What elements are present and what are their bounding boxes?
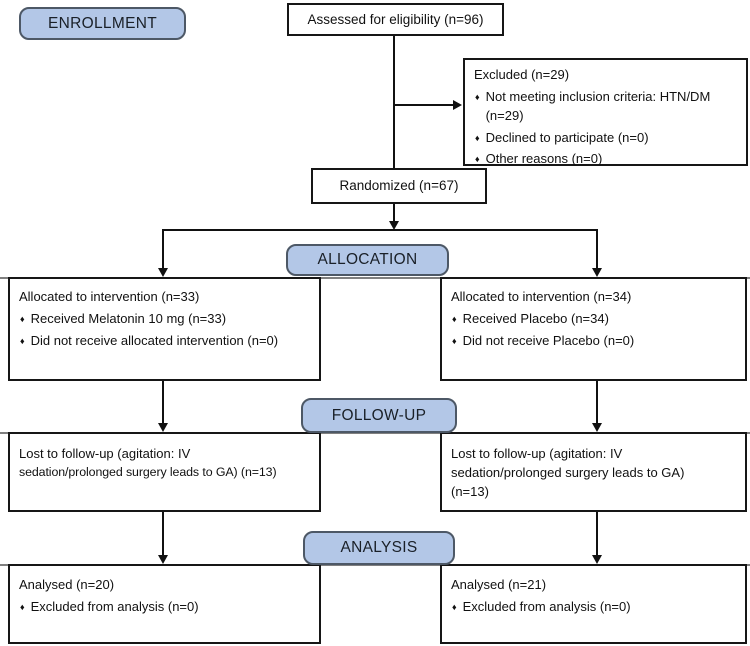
arrowhead-alloc-right-icon	[592, 268, 602, 277]
arrowhead-analysis-left-icon	[158, 555, 168, 564]
followup-right-text: (n=13)	[451, 483, 489, 499]
excluded-box: Excluded (n=29) ♦ Not meeting inclusion …	[463, 58, 748, 166]
arrowhead-branch-icon	[389, 221, 399, 230]
connector-randomized-branch	[393, 202, 395, 223]
followup-left-text: Lost to follow-up (agitation: IV	[19, 446, 191, 461]
followup-stage-line	[0, 432, 750, 434]
connector-alloc-followup-right	[596, 380, 598, 424]
allocation-left-item: ♦ Received Melatonin 10 mg (n=33)	[20, 310, 227, 326]
followup-stage-label: FOLLOW-UP	[301, 398, 457, 433]
enrollment-stage-label: ENROLLMENT	[19, 7, 186, 40]
arrowhead-analysis-right-icon	[592, 555, 602, 564]
followup-left-box: Lost to follow-up (agitation: IV sedatio…	[8, 432, 321, 512]
diamond-bullet-icon: ♦	[452, 335, 457, 346]
diamond-bullet-icon: ♦	[20, 313, 25, 324]
arrowhead-alloc-left-icon	[158, 268, 168, 277]
analysed-left-item: ♦ Excluded from analysis (n=0)	[20, 598, 199, 614]
excluded-item: ♦ Not meeting inclusion criteria: HTN/DM…	[475, 88, 711, 123]
randomized-box: Randomized (n=67)	[311, 168, 487, 204]
followup-right-text: sedation/prolonged surgery leads to GA)	[451, 464, 685, 480]
allocation-stage-label: ALLOCATION	[286, 244, 449, 276]
connector-branch-alloc-left	[162, 229, 164, 269]
connector-assessed-randomized	[393, 35, 395, 170]
assessed-text: Assessed for eligibility (n=96)	[307, 11, 484, 27]
diamond-bullet-icon: ♦	[475, 132, 480, 143]
arrowhead-followup-right-icon	[592, 423, 602, 432]
excluded-item: ♦ Other reasons (n=0)	[475, 151, 603, 167]
arrowhead-excluded-icon	[453, 100, 462, 110]
allocation-stage-line	[0, 277, 750, 279]
branch-line-allocation	[162, 229, 598, 231]
allocation-right-item: ♦ Received Placebo (n=34)	[452, 310, 609, 326]
allocation-left-box: Allocated to intervention (n=33) ♦ Recei…	[8, 277, 321, 381]
analysis-stage-line	[0, 564, 750, 566]
connector-to-excluded	[394, 104, 454, 106]
followup-left-text: sedation/prolonged surgery leads to GA) …	[19, 464, 277, 479]
connector-branch-alloc-right	[596, 229, 598, 269]
allocation-left-item: ♦ Did not receive allocated intervention…	[20, 332, 279, 348]
excluded-title: Excluded (n=29)	[474, 67, 570, 82]
allocation-right-box: Allocated to intervention (n=34) ♦ Recei…	[440, 277, 747, 381]
diamond-bullet-icon: ♦	[20, 601, 25, 612]
randomized-text: Randomized (n=67)	[339, 178, 459, 194]
allocation-right-item: ♦ Did not receive Placebo (n=0)	[452, 332, 635, 348]
allocation-right-title: Allocated to intervention (n=34)	[451, 289, 632, 304]
diamond-bullet-icon: ♦	[475, 154, 480, 165]
diamond-bullet-icon: ♦	[20, 335, 25, 346]
followup-right-box: Lost to follow-up (agitation: IV sedatio…	[440, 432, 747, 512]
assessed-box: Assessed for eligibility (n=96)	[287, 3, 504, 36]
connector-followup-analysis-right	[596, 511, 598, 556]
arrowhead-followup-left-icon	[158, 423, 168, 432]
analysed-left-box: Analysed (n=20) ♦ Excluded from analysis…	[8, 564, 321, 644]
analysed-right-box: Analysed (n=21) ♦ Excluded from analysis…	[440, 564, 747, 644]
analysed-right-title: Analysed (n=21)	[451, 577, 547, 592]
allocation-left-title: Allocated to intervention (n=33)	[19, 289, 200, 304]
followup-right-text: Lost to follow-up (agitation: IV	[451, 446, 623, 461]
connector-followup-analysis-left	[162, 511, 164, 556]
connector-alloc-followup-left	[162, 380, 164, 424]
diamond-bullet-icon: ♦	[452, 313, 457, 324]
analysed-left-title: Analysed (n=20)	[19, 577, 115, 592]
excluded-item: ♦ Declined to participate (n=0)	[475, 129, 649, 145]
diamond-bullet-icon: ♦	[475, 91, 480, 102]
analysis-stage-label: ANALYSIS	[303, 531, 455, 565]
analysed-right-item: ♦ Excluded from analysis (n=0)	[452, 598, 631, 614]
diamond-bullet-icon: ♦	[452, 601, 457, 612]
